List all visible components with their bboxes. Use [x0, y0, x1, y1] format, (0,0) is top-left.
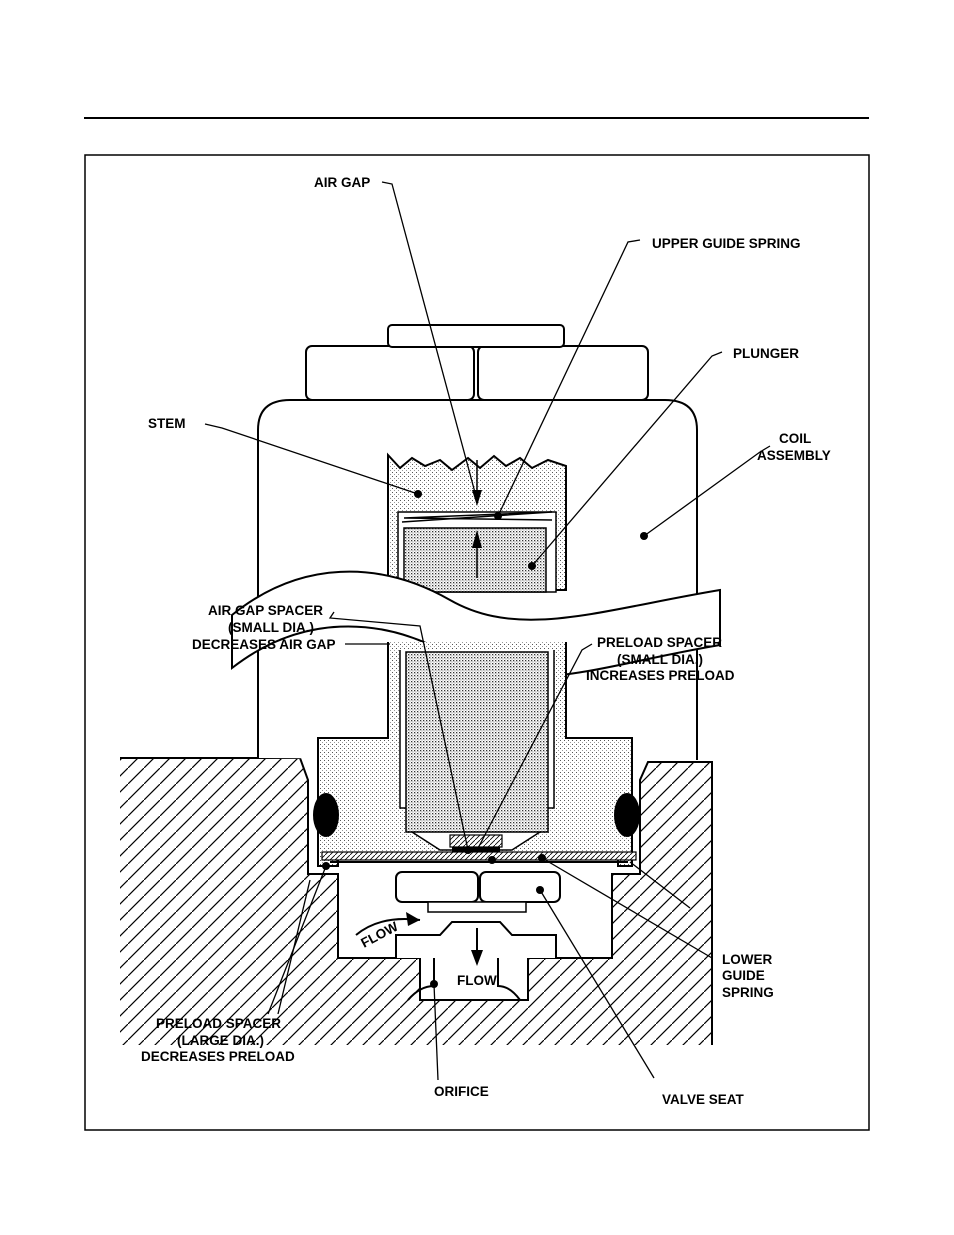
label-preload-large-l2: (LARGE DIA.): [177, 1033, 264, 1048]
leader-lines: [204, 181, 771, 1081]
label-flow-outlet: FLOW: [457, 973, 497, 988]
label-preload-large-l1: PRELOAD SPACER: [156, 1016, 281, 1031]
top-cap: [387, 324, 565, 348]
label-stem: STEM: [148, 416, 186, 431]
flow-arrow-inlet: [355, 912, 421, 936]
label-lower-guide-spring-l3: SPRING: [722, 985, 774, 1000]
valve-body-housing: [120, 757, 713, 1045]
label-valve-seat: VALVE SEAT: [662, 1092, 745, 1107]
o-ring-right: [614, 793, 640, 837]
break-band: [231, 570, 721, 678]
top-nut-right: [477, 345, 649, 401]
o-ring-left: [313, 793, 339, 837]
figure-frame: [84, 154, 870, 1131]
label-preload-large-l3: DECREASES PRELOAD: [141, 1049, 295, 1064]
label-coil-l2: ASSEMBLY: [757, 448, 831, 463]
label-preload-small-l2: (SMALL DIA.): [617, 652, 703, 667]
label-air-gap-spacer-l3: DECREASES AIR GAP: [192, 637, 336, 652]
label-lower-guide-spring-l2: GUIDE: [722, 968, 765, 983]
label-air-gap-spacer-l1: AIR GAP SPACER: [208, 603, 323, 618]
label-air-gap: AIR GAP: [314, 175, 370, 190]
label-upper-guide-spring: UPPER GUIDE SPRING: [652, 236, 801, 251]
leader-dots: [322, 490, 648, 988]
preload-spacer-large: [321, 851, 637, 861]
label-lower-guide-spring-l1: LOWER: [722, 952, 772, 967]
top-nut-left: [305, 345, 475, 401]
label-orifice: ORIFICE: [434, 1084, 489, 1099]
air-gap-spacer: [449, 834, 503, 848]
label-preload-small-l3: INCREASES PRELOAD: [586, 668, 735, 683]
label-coil-l1: COIL: [779, 431, 811, 446]
label-preload-small-l1: PRELOAD SPACER: [597, 635, 722, 650]
upper-guide-spring: [401, 511, 553, 523]
plunger-lower: [405, 651, 549, 833]
flow-arrow-outlet: [471, 928, 483, 966]
label-air-gap-spacer-l2: (SMALL DIA.): [228, 620, 314, 635]
label-plunger: PLUNGER: [733, 346, 799, 361]
